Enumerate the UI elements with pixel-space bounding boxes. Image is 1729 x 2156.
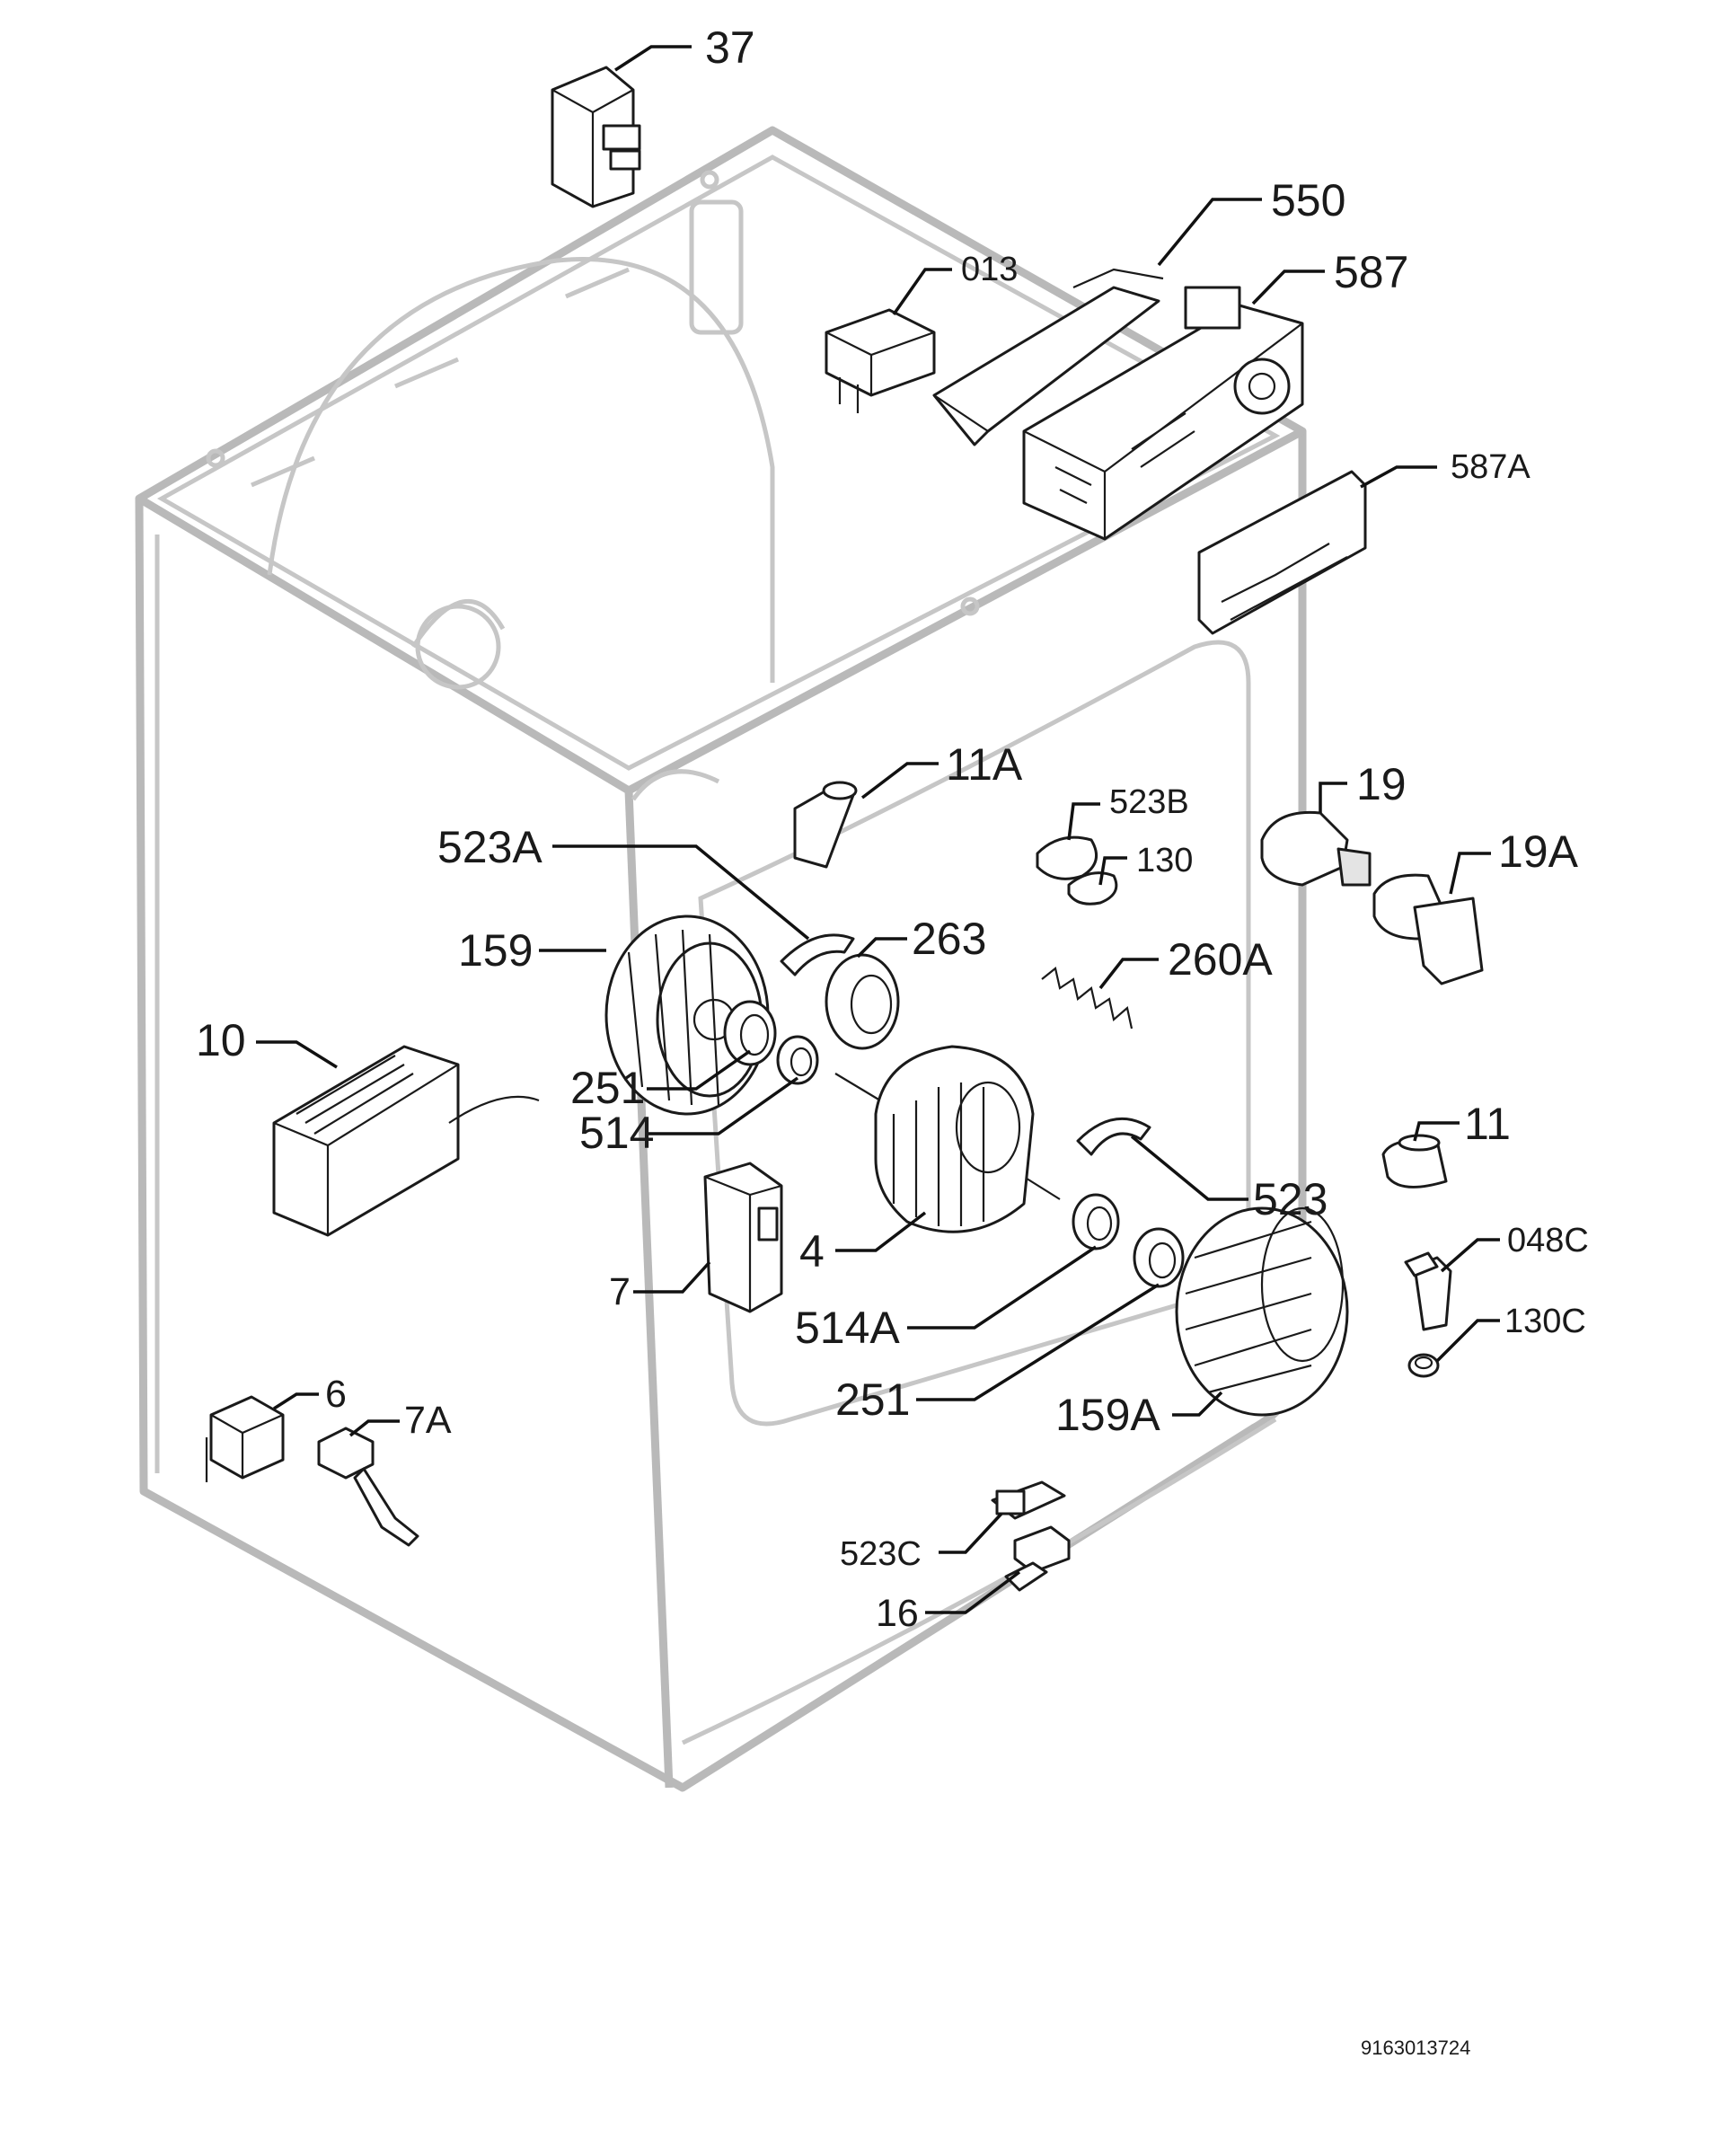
callout-130: 130	[1136, 842, 1193, 879]
leader-lines	[256, 45, 1500, 1614]
callout-159: 159	[458, 925, 533, 976]
callout-4: 4	[799, 1226, 825, 1277]
callout-130C: 130C	[1504, 1303, 1586, 1340]
callout-263: 263	[912, 914, 986, 964]
callout-37: 37	[705, 22, 755, 73]
part-514-seal	[776, 1035, 819, 1085]
callout-251-upper: 251	[570, 1063, 645, 1113]
part-130-clip	[1067, 871, 1118, 906]
part-251b-seal	[1133, 1227, 1185, 1288]
part-11A-capacitor	[793, 781, 858, 869]
part-4-motor	[834, 1045, 1061, 1233]
callout-7A: 7A	[404, 1399, 452, 1442]
callout-7: 7	[609, 1270, 631, 1313]
part-6-solenoid	[205, 1395, 285, 1482]
callout-10: 10	[196, 1015, 246, 1065]
callout-587: 587	[1334, 247, 1408, 297]
callout-550: 550	[1271, 175, 1345, 225]
part-587-control-board	[1022, 286, 1304, 541]
part-37-switch	[551, 66, 641, 208]
callout-251-lower: 251	[835, 1374, 910, 1425]
part-013-relay	[825, 308, 936, 413]
part-523A-bracket	[780, 933, 855, 976]
part-048C-sensor	[1404, 1251, 1452, 1331]
part-550-cover	[932, 268, 1164, 446]
part-159A-fan-wheel	[1175, 1206, 1349, 1417]
callout-514: 514	[579, 1108, 654, 1158]
part-251-seal	[723, 1000, 777, 1066]
part-19-pump	[1260, 810, 1372, 887]
callout-6: 6	[325, 1373, 347, 1416]
part-19A-pump-housing	[1372, 873, 1484, 985]
part-523C-clip	[991, 1480, 1066, 1520]
callout-labels: 37 550 013 587 587A 11A 523B 19 130 19A …	[196, 22, 1589, 1635]
callout-11: 11	[1464, 1099, 1511, 1149]
callout-19: 19	[1356, 759, 1407, 809]
callout-013: 013	[961, 251, 1018, 288]
part-130C-cap	[1407, 1353, 1440, 1378]
part-11-capacitor	[1381, 1134, 1448, 1188]
callout-587A: 587A	[1451, 448, 1531, 486]
drawing-number: 9163013724	[1361, 2037, 1470, 2059]
part-523B-clip	[1036, 835, 1098, 880]
part-263-pulley	[825, 953, 900, 1050]
callout-159A: 159A	[1055, 1390, 1160, 1440]
callout-11A: 11A	[946, 739, 1023, 790]
callout-048C: 048C	[1507, 1222, 1589, 1259]
callout-523C: 523C	[840, 1535, 922, 1573]
callout-523B: 523B	[1109, 783, 1189, 821]
part-260A-spring	[1041, 967, 1134, 1029]
callout-16: 16	[876, 1592, 919, 1635]
part-7-door-lock	[703, 1162, 783, 1313]
callout-260A: 260A	[1168, 934, 1273, 985]
callout-19A: 19A	[1498, 826, 1579, 877]
callout-523: 523	[1253, 1174, 1328, 1224]
part-587A-board	[1197, 470, 1367, 635]
part-10-heater	[272, 1045, 540, 1237]
callout-514A: 514A	[795, 1303, 900, 1353]
part-7A-microswitch	[317, 1427, 419, 1547]
part-514A-seal	[1072, 1193, 1120, 1250]
part-523-bracket	[1076, 1117, 1151, 1156]
part-16-switch	[1004, 1525, 1071, 1592]
callout-523A: 523A	[437, 822, 543, 872]
